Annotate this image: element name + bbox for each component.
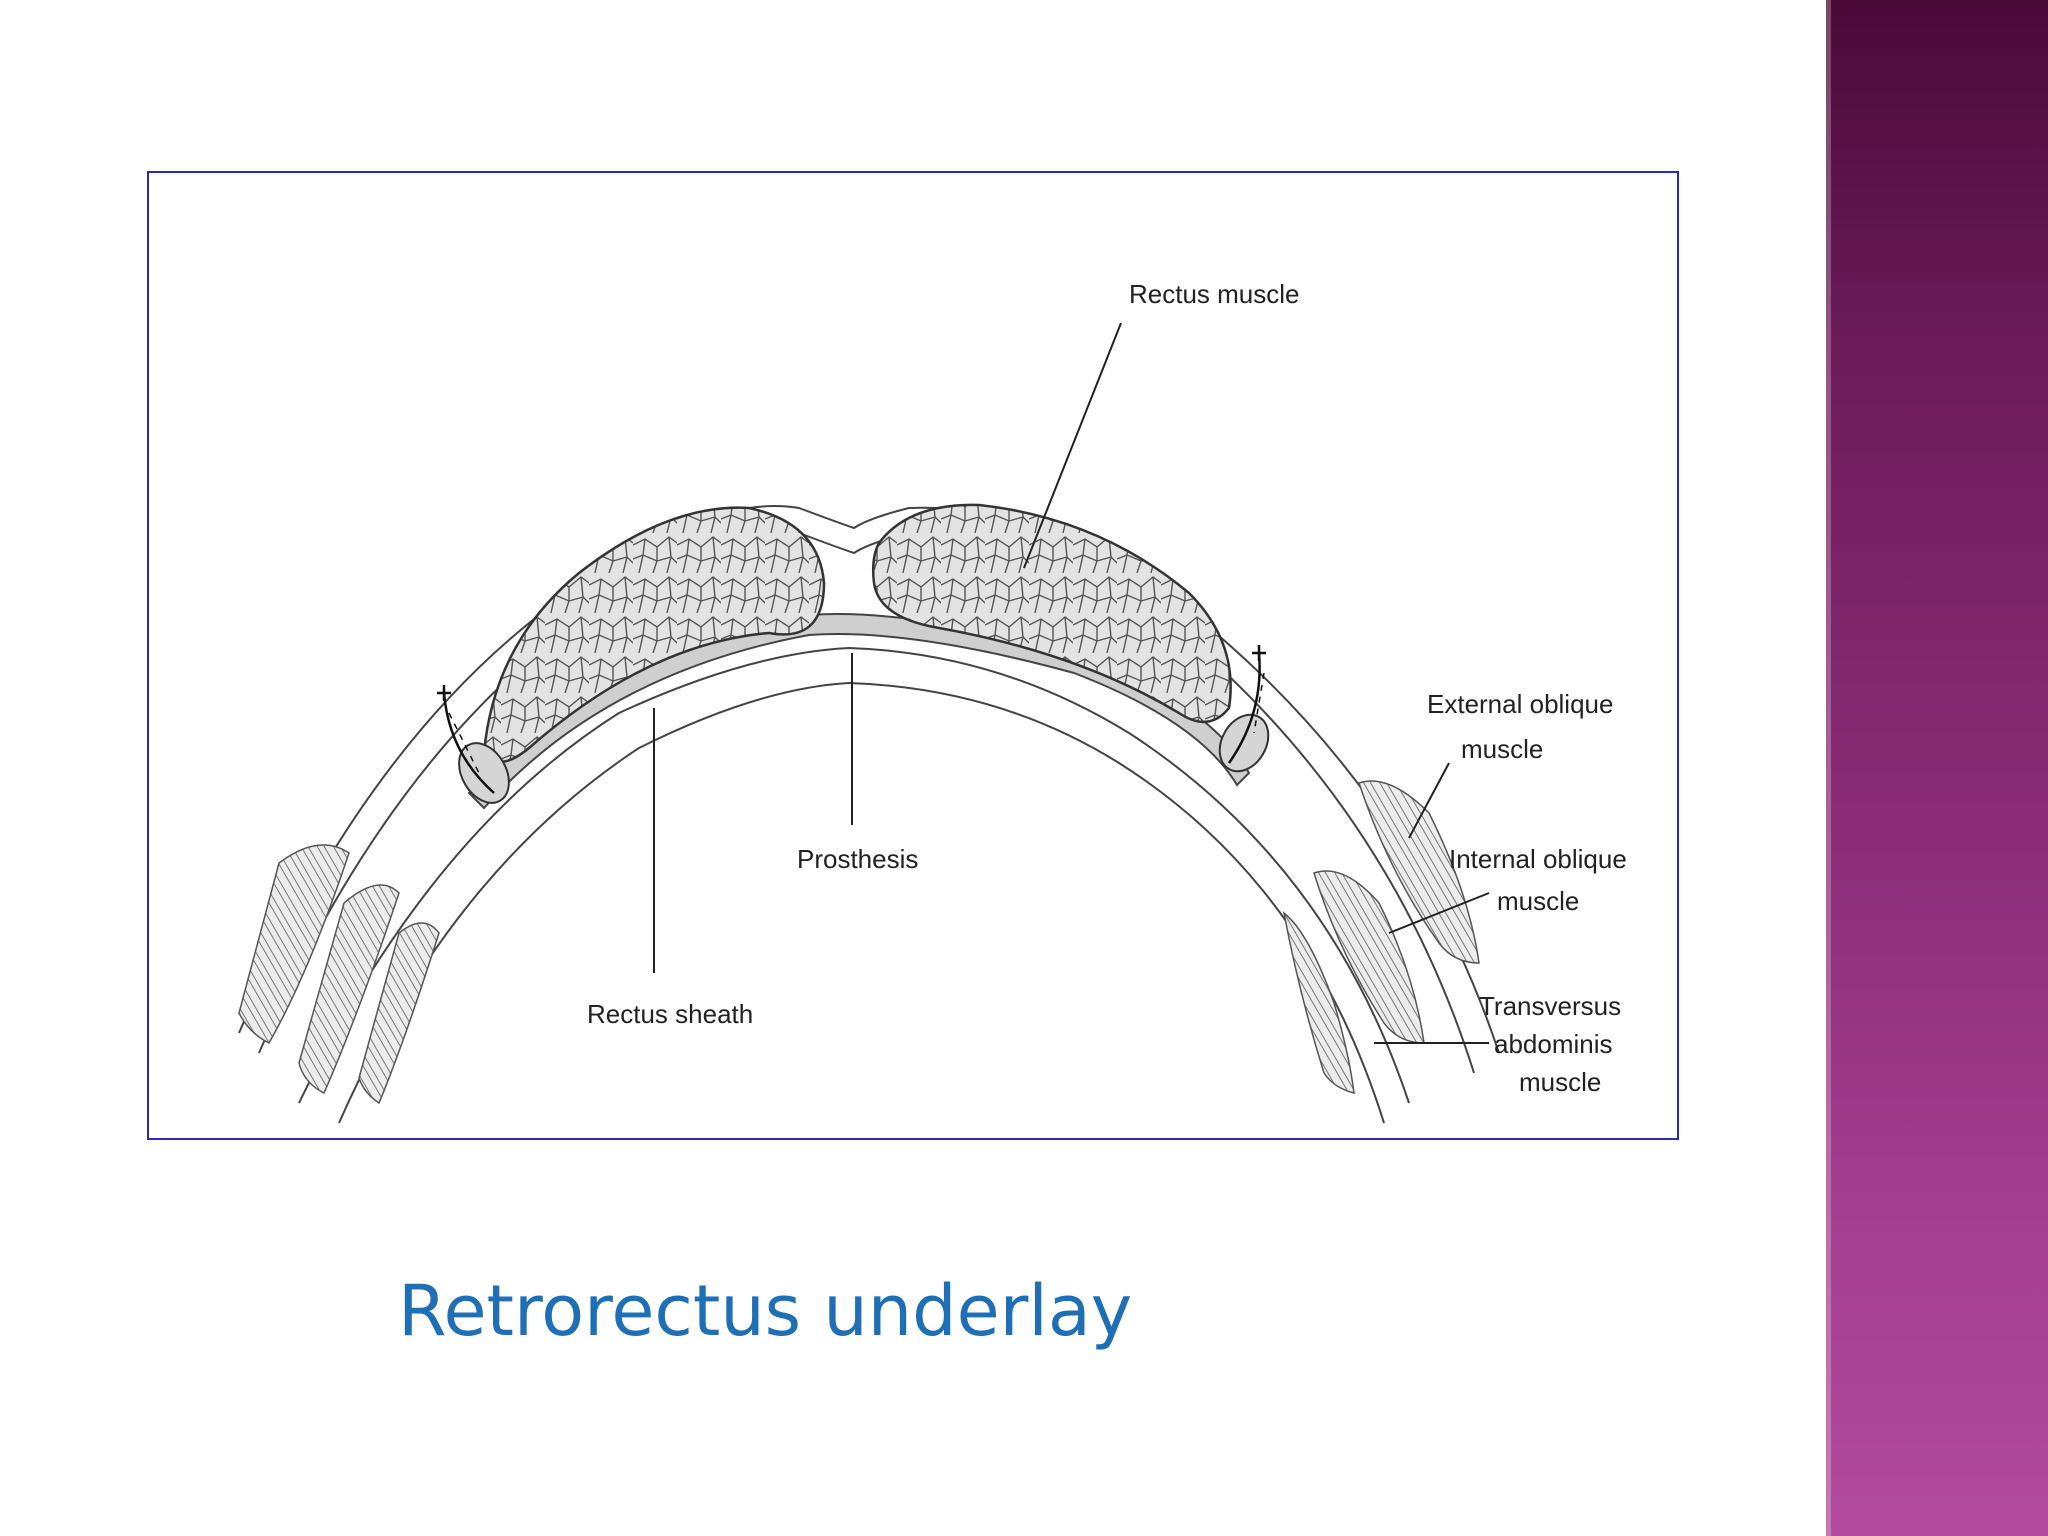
label-rectus-muscle: Rectus muscle [1129,279,1300,309]
label-transversus: Transversus [1479,991,1621,1021]
label-external-oblique: External oblique [1427,689,1613,719]
left-rectus-muscle [482,506,826,763]
leader-lines [653,322,1490,1044]
label-abdominis: abdominis [1494,1029,1613,1059]
label-internal-oblique: Internal oblique [1449,844,1627,874]
label-transversus-muscle: muscle [1519,1067,1601,1097]
fascia-layers [238,505,1500,1124]
abdominal-wall-diagram: Rectus muscle Prosthesis Rectus sheath E… [238,279,1627,1124]
label-rectus-sheath: Rectus sheath [587,999,753,1029]
slide-caption: Retrorectus underlay [398,1270,1133,1352]
anatomy-figure: Rectus muscle Prosthesis Rectus sheath E… [147,171,1679,1140]
label-external-oblique-muscle: muscle [1461,734,1543,764]
right-rectus-muscle [871,503,1232,723]
label-internal-oblique-muscle: muscle [1497,886,1579,916]
suture-marks [437,645,1266,794]
decorative-side-bar [1826,0,2048,1536]
lateral-muscles [238,780,1480,1105]
label-prosthesis: Prosthesis [797,844,918,874]
